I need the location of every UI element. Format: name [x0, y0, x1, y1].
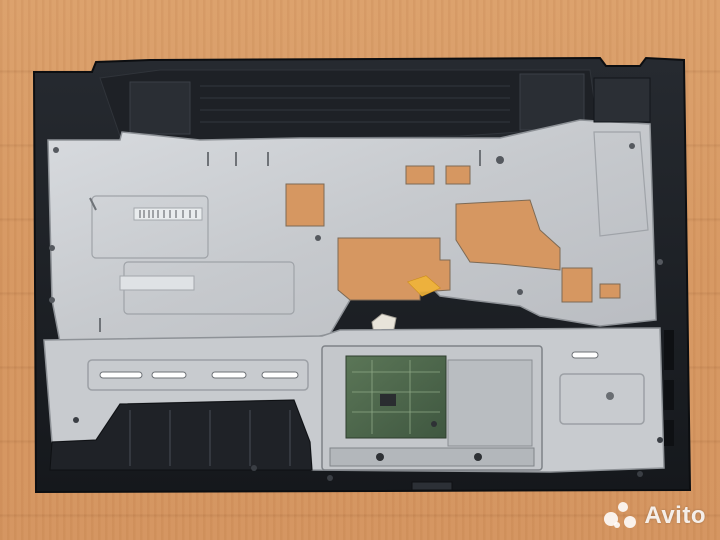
touchpad-screws — [376, 421, 482, 461]
frame-screw-holes — [73, 417, 663, 481]
speaker-grill-right — [519, 73, 585, 131]
touchpad-button-strip — [329, 447, 535, 467]
avito-watermark: Avito — [604, 502, 706, 530]
left-lower-ribs — [129, 410, 291, 466]
barcode-sticker — [133, 207, 203, 221]
palmrest-screw-right — [606, 392, 614, 400]
right-port-openings — [664, 330, 674, 446]
right-hinge-area — [593, 77, 651, 123]
avito-dots-icon — [604, 502, 638, 530]
front-latch — [411, 481, 453, 491]
plate-clips — [89, 150, 481, 332]
palmrest-emboss-right — [559, 373, 645, 425]
left-lower-plastic — [49, 399, 313, 471]
palmrest-emboss-left — [87, 359, 309, 391]
pcb-traces — [352, 360, 440, 434]
palmrest-slot-right — [571, 351, 599, 359]
touchpad-chip — [380, 394, 396, 406]
speaker-grill-left — [129, 81, 191, 135]
barcode-lines — [139, 210, 197, 218]
avito-watermark-text: Avito — [644, 502, 706, 529]
palmrest-slots — [99, 371, 299, 379]
touchpad-metal-backing — [447, 359, 533, 447]
info-sticker — [119, 275, 195, 291]
plate-cutouts — [285, 165, 621, 303]
top-grill-texture — [200, 85, 510, 123]
